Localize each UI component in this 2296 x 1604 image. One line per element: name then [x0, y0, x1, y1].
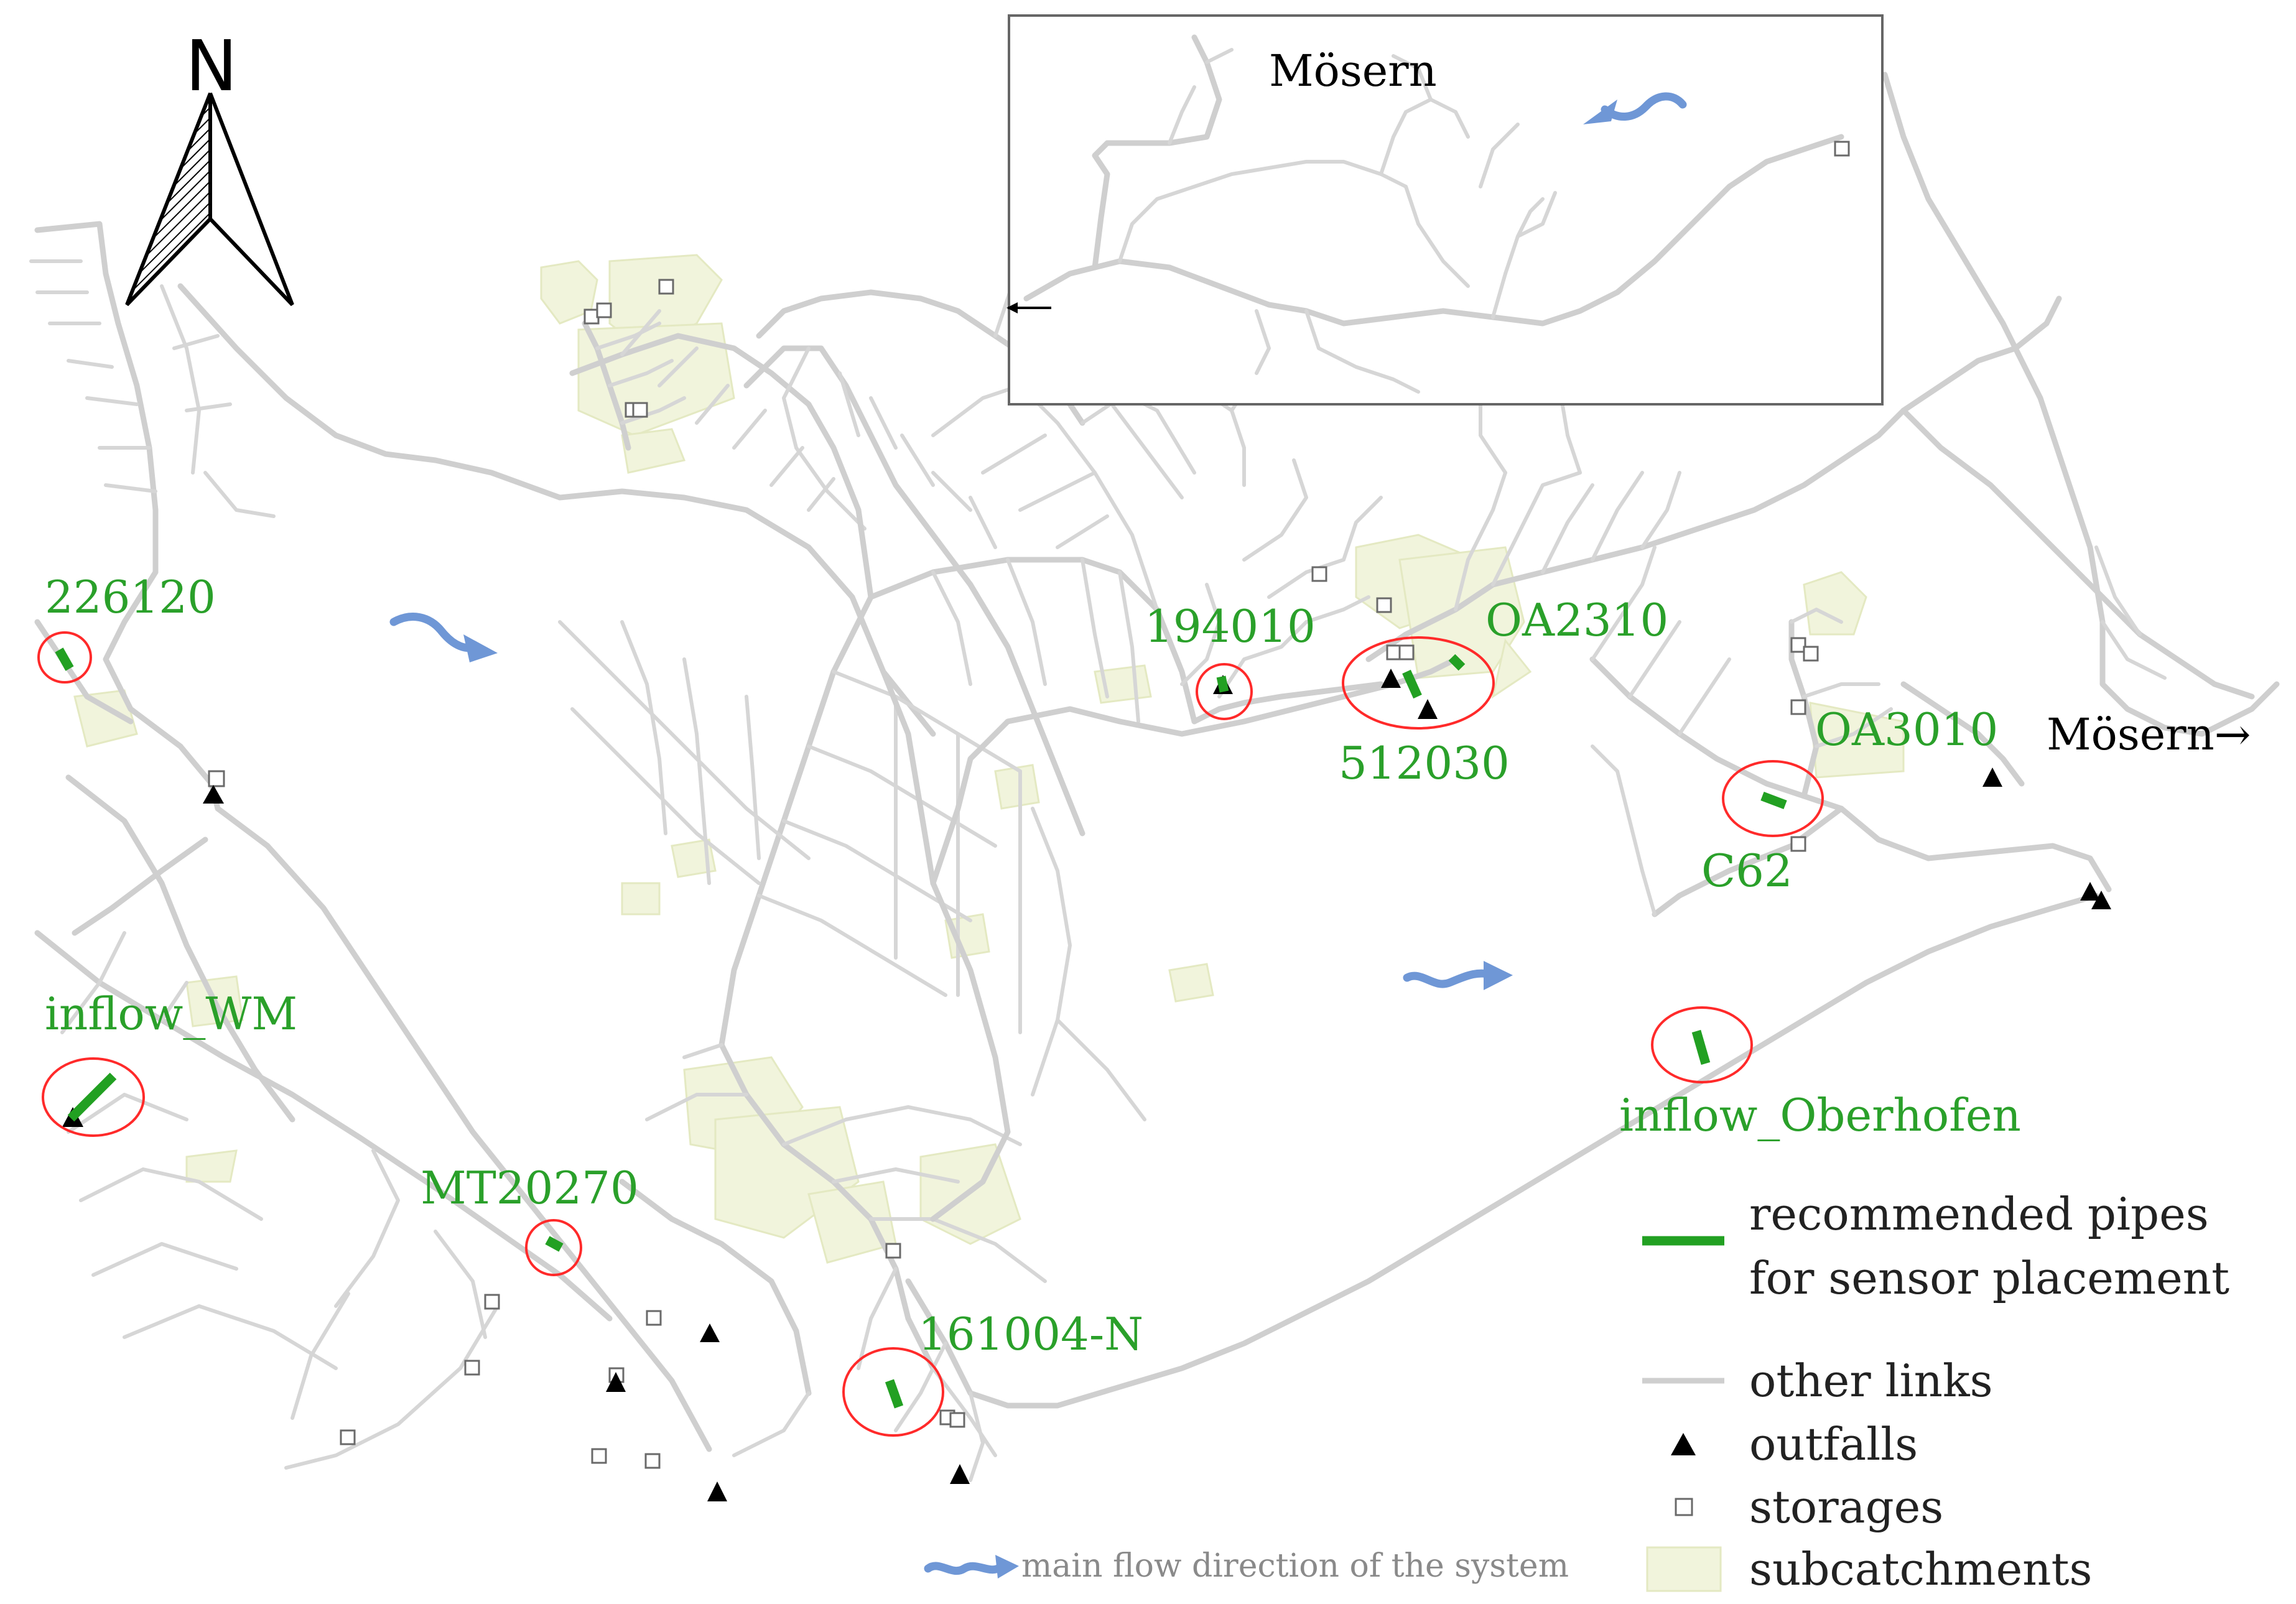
outfall-layer [62, 669, 2111, 1501]
storage-node [596, 302, 612, 318]
flow-arrow-1 [389, 613, 498, 662]
sensor-inflow-wm [42, 1057, 145, 1137]
inset-flow-arrow [1583, 92, 1687, 124]
legend-recommended-line2: for sensor placement [1749, 1252, 2229, 1304]
legend-storages: storages [1675, 1481, 1943, 1533]
legend-other-links-label: other links [1749, 1355, 1993, 1407]
storage-node [1398, 644, 1415, 661]
storage-node [644, 1453, 661, 1469]
sensor-inflow-oberhofen [1651, 1006, 1753, 1083]
sensor-c62 [1722, 760, 1824, 837]
storage-node [658, 279, 674, 295]
storage-node [885, 1243, 901, 1259]
storage-node [646, 1310, 662, 1326]
label-194010: 194010 [1145, 600, 1316, 652]
label-moesern-east: Mösern→ [2047, 709, 2251, 760]
legend-recommended-pipes: recommended pipes for sensor placement [1642, 1188, 2229, 1304]
inset-pipe-network [1023, 34, 1844, 394]
label-c62: C62 [1701, 845, 1793, 897]
legend-subcatchments: subcatchments [1646, 1543, 2092, 1595]
legend: recommended pipes for sensor placement o… [1642, 1188, 2229, 1595]
storage-node [1803, 646, 1819, 662]
storage-node [484, 1294, 500, 1310]
outfall-node [2091, 891, 2111, 909]
label-oa3010: OA3010 [1815, 703, 1998, 756]
storage-node [1376, 597, 1392, 613]
label-161004-n: 161004-N [918, 1308, 1143, 1360]
storage-node [464, 1360, 480, 1376]
inset-place-label: Mösern [1269, 45, 1437, 96]
label-oa2310: OA2310 [1485, 594, 1668, 646]
outfall-node [1982, 767, 2002, 787]
legend-storages-label: storages [1749, 1481, 1943, 1533]
sensor-161004-n [842, 1347, 944, 1437]
pipe-network [29, 72, 2280, 1482]
storage-node [1790, 637, 1806, 653]
label-512030: 512030 [1339, 737, 1510, 789]
outfall-node [2080, 882, 2100, 901]
storage-node [632, 402, 648, 418]
storage-node [1790, 699, 1806, 715]
inset-edge-arrow [1006, 302, 1051, 313]
legend-subcatchments-label: subcatchments [1749, 1543, 2092, 1595]
sensor-mt20270 [525, 1219, 582, 1276]
outfall-node [950, 1464, 970, 1484]
legend-recommended-line1: recommended pipes [1749, 1188, 2209, 1240]
outfall-icon [1671, 1433, 1696, 1455]
storage-layer [208, 279, 1819, 1469]
sensor-194010 [1196, 663, 1253, 720]
storage-node [1790, 836, 1806, 852]
outfall-node [203, 785, 224, 804]
label-226120: 226120 [45, 571, 216, 623]
storage-node [340, 1429, 356, 1445]
flow-arrow-2 [1403, 961, 1513, 990]
storage-icon [1675, 1498, 1693, 1516]
legend-outfalls-label: outfalls [1749, 1418, 1918, 1470]
inset-storage [1834, 141, 1850, 157]
inset-frame [1008, 14, 1884, 406]
storage-node [949, 1412, 965, 1428]
legend-outfalls: outfalls [1671, 1418, 1918, 1470]
sensor-512030-oa2310 [1342, 636, 1495, 730]
outfall-node [707, 1481, 727, 1501]
outfall-node [700, 1324, 720, 1342]
north-label: N [185, 26, 238, 107]
storage-node [591, 1448, 607, 1464]
outfall-node [606, 1372, 626, 1392]
storage-node [1311, 566, 1327, 582]
flow-caption: main flow direction of the system [924, 1547, 1569, 1585]
label-inflow-wm: inflow_WM [45, 988, 297, 1040]
sensor-226120 [37, 631, 92, 684]
subcatchment-swatch [1646, 1546, 1722, 1592]
inset-map: Mösern [1006, 14, 1884, 406]
wavy-arrow-icon [995, 1555, 1019, 1579]
outfall-node [1381, 669, 1401, 688]
label-inflow-oberhofen: inflow_Oberhofen [1619, 1089, 2021, 1141]
north-arrow: N [125, 26, 294, 307]
legend-other-links: other links [1642, 1355, 1993, 1407]
label-mt20270: MT20270 [421, 1162, 639, 1214]
caption-flow-direction: main flow direction of the system [1021, 1547, 1569, 1585]
storage-node [208, 770, 225, 787]
outfall-node [1418, 699, 1438, 719]
